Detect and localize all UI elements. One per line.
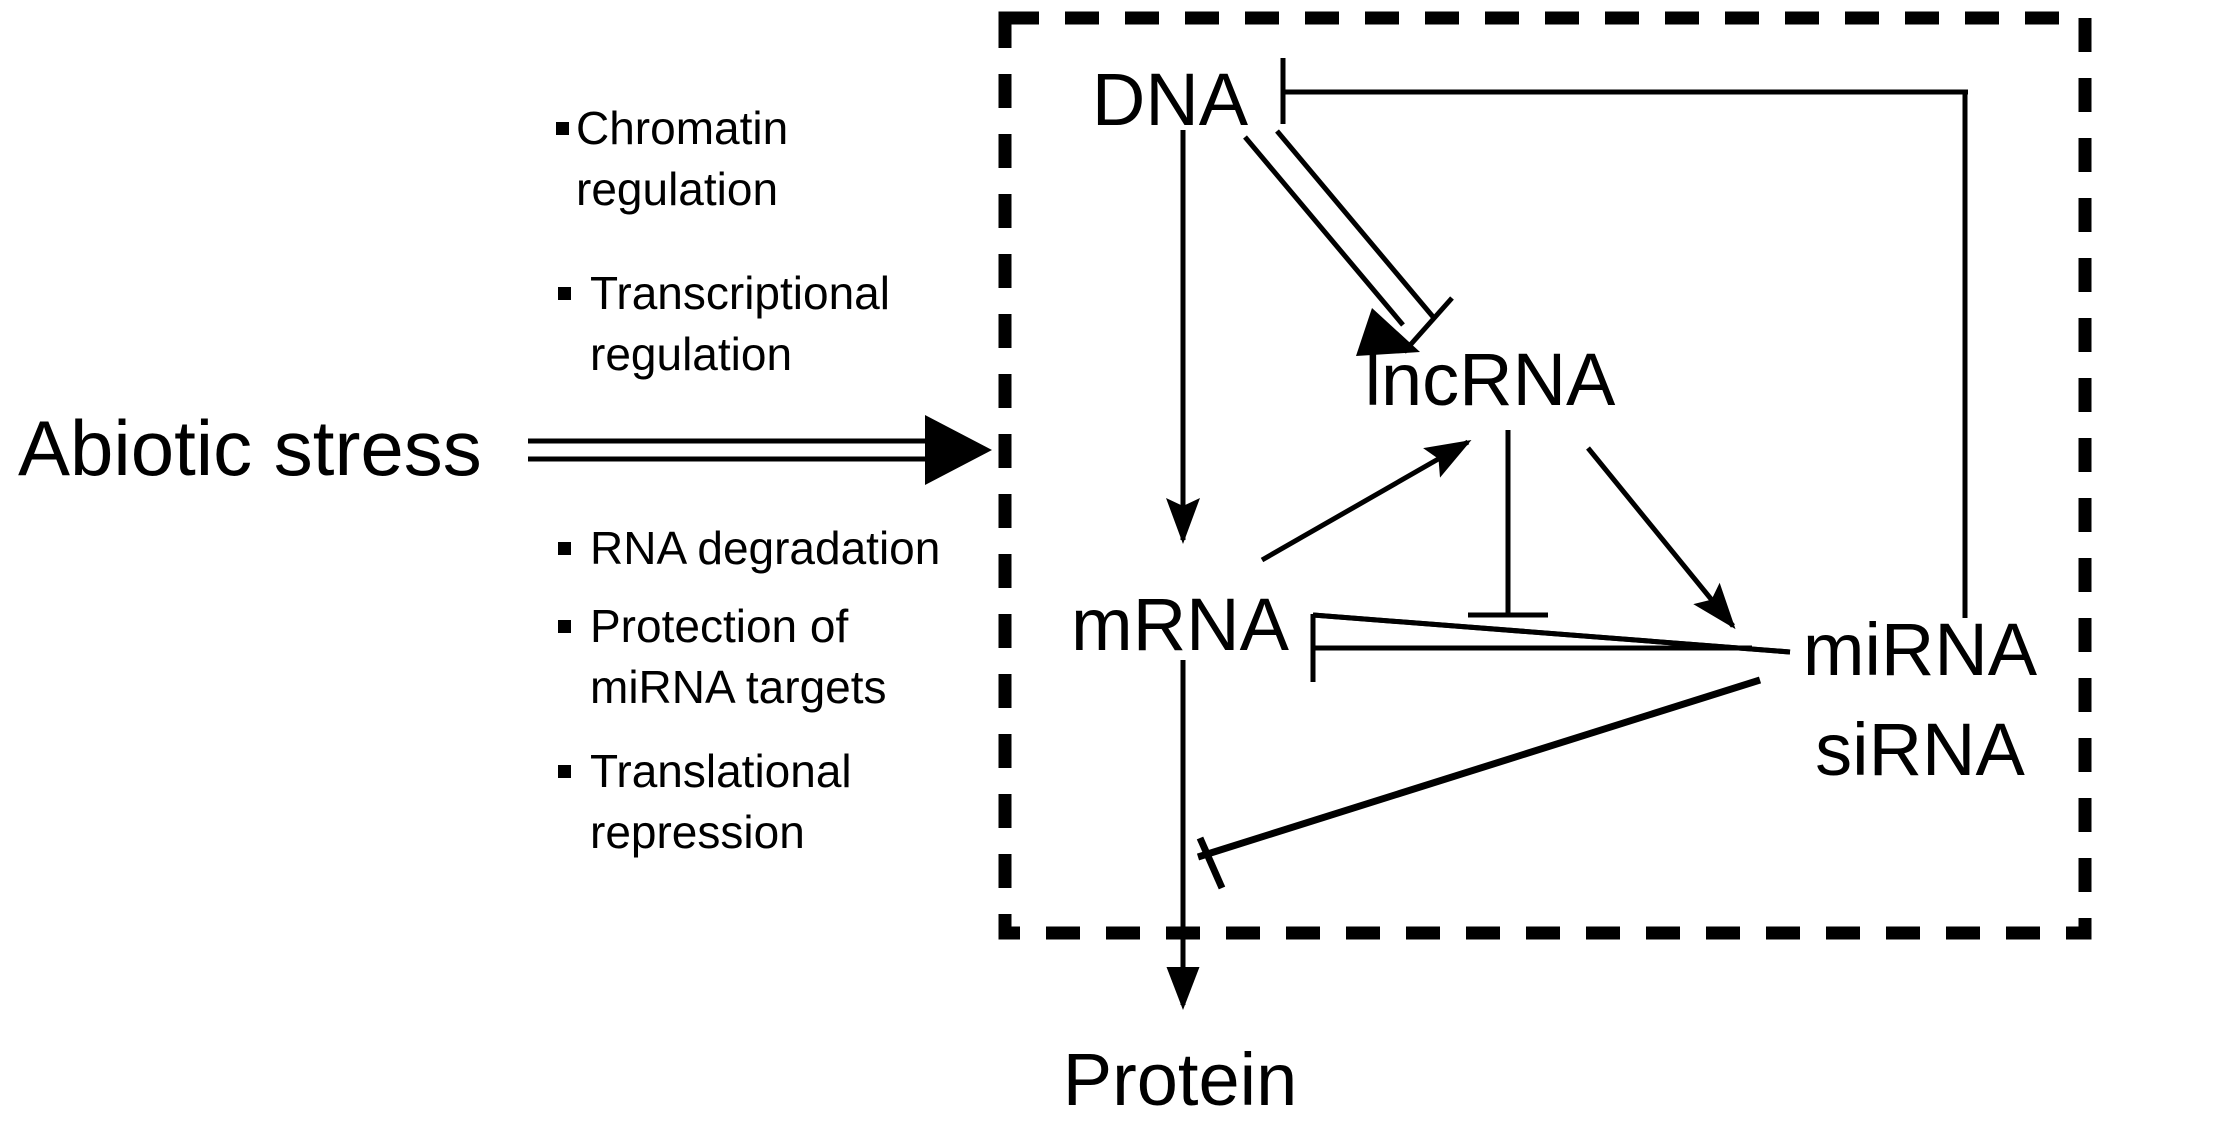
edge-mirna-inhibits-mrna [1310,612,1791,682]
bullet-list-upper: Chromatin regulation Transcriptional reg… [556,102,890,380]
bullet-upper-0-line1: Chromatin [576,102,788,154]
bullet-square-icon [558,287,571,300]
edge-mrna-to-lncrna [1260,439,1472,563]
bullet-lower-2-line1: Translational [590,745,852,797]
node-dna: DNA [1092,58,1249,141]
edge-mirna-inhibits-translation [1196,676,1762,890]
node-protein: Protein [1063,1038,1297,1121]
node-abiotic-stress: Abiotic stress [18,404,482,492]
edge-dna-to-lncrna [1243,129,1454,356]
edge-lncrna-inhibits-link [1468,430,1548,618]
bullet-lower-1-line2: miRNA targets [590,661,887,713]
bullet-square-icon [556,122,569,135]
bullet-square-icon [558,765,571,778]
bullet-lower-1-line1: Protection of [590,600,848,652]
node-lncrna: lncRNA [1365,338,1616,421]
bullet-list-lower: RNA degradation Protection of miRNA targ… [558,522,940,858]
node-sirna: siRNA [1815,708,2025,791]
edge-lncrna-to-mirna [1586,446,1736,630]
bullet-lower-2-line2: repression [590,806,805,858]
regulatory-compartment-box [998,11,2092,940]
bullet-square-icon [558,620,571,633]
bullet-upper-0-line2: regulation [576,163,778,215]
edge-stress-to-nucleus [528,415,992,485]
node-mrna: mRNA [1071,583,1290,666]
bullet-lower-0-line1: RNA degradation [590,522,940,574]
bullet-upper-1-line1: Transcriptional [590,267,890,319]
node-mirna: miRNA [1803,608,2038,691]
edge-dna-feedback-tbar [1280,58,1968,618]
bullet-square-icon [558,542,571,555]
bullet-upper-1-line2: regulation [590,328,792,380]
